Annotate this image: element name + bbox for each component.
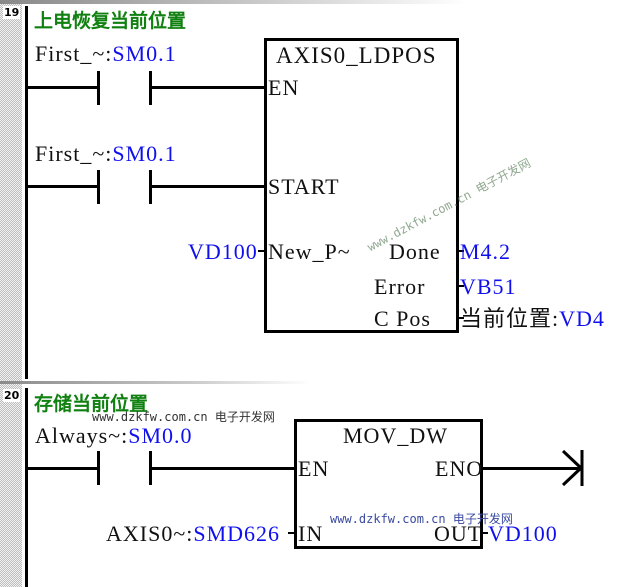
- block-output-out: OUT: [434, 521, 483, 546]
- operand-address: VD4: [559, 306, 605, 331]
- operand-symbol: AXIS0~: [106, 521, 187, 546]
- operand-symbol: 当前位置: [460, 306, 553, 331]
- wire: [288, 532, 294, 534]
- power-rail: [25, 388, 28, 587]
- block-input-en: EN: [298, 456, 330, 481]
- network-separator: [0, 381, 622, 384]
- block-output-done: Done: [389, 239, 441, 264]
- contact-address: SM0.1: [112, 41, 177, 66]
- block-output-eno: ENO: [435, 456, 484, 481]
- operand-out[interactable]: VD100: [488, 521, 558, 546]
- network-title[interactable]: 存储当前位置: [34, 393, 149, 415]
- operand-c-pos[interactable]: 当前位置:VD4: [460, 306, 605, 331]
- power-rail: [25, 6, 28, 379]
- function-block-mov-dw[interactable]: [294, 419, 483, 549]
- network-number[interactable]: 20: [3, 389, 21, 402]
- operand-in[interactable]: AXIS0~:SMD626: [106, 521, 281, 546]
- block-input-start: START: [268, 174, 340, 199]
- wire: [258, 250, 264, 252]
- contact-no-left[interactable]: [97, 451, 100, 485]
- watermark: www.dzkfw.com.cn 电子开发网: [330, 512, 513, 526]
- block-name: MOV_DW: [343, 423, 448, 448]
- contact-no-left[interactable]: [97, 71, 100, 105]
- wire: [28, 185, 98, 188]
- wire: [150, 185, 266, 188]
- contact-label: First_~:SM0.1: [35, 141, 177, 166]
- operand-new-p[interactable]: VD100: [188, 239, 258, 264]
- wire: [483, 532, 488, 534]
- contact-symbol: Always~: [35, 423, 122, 448]
- contact-address: SM0.0: [128, 423, 193, 448]
- block-input-en: EN: [268, 75, 300, 100]
- wire: [483, 467, 583, 470]
- contact-label: First_~:SM0.1: [35, 41, 177, 66]
- block-output-error: Error: [374, 274, 426, 299]
- wire: [28, 467, 98, 470]
- block-output-c-pos: C Pos: [374, 306, 431, 331]
- block-input-in: IN: [298, 521, 324, 546]
- wire: [28, 86, 98, 89]
- contact-address: SM0.1: [112, 141, 177, 166]
- wire: [459, 285, 464, 287]
- network-separator: [0, 0, 622, 4]
- contact-label: Always~:SM0.0: [35, 423, 193, 448]
- rung-end-arrow-icon: [561, 449, 584, 487]
- network-title[interactable]: 上电恢复当前位置: [34, 10, 187, 32]
- contact-symbol: First_~: [35, 141, 106, 166]
- network-gutter: [0, 0, 22, 587]
- block-input-new-p: New_P~: [268, 239, 351, 264]
- block-name: AXIS0_LDPOS: [276, 43, 437, 68]
- contact-no-left[interactable]: [97, 170, 100, 204]
- wire: [150, 467, 295, 470]
- operand-error[interactable]: VB51: [460, 274, 517, 299]
- operand-done[interactable]: M4.2: [460, 239, 512, 264]
- contact-symbol: First_~: [35, 41, 106, 66]
- watermark: www.dzkfw.com.cn 电子开发网: [92, 410, 275, 424]
- wire: [150, 86, 266, 89]
- operand-address: SMD626: [193, 521, 281, 546]
- network-number[interactable]: 19: [3, 6, 21, 19]
- wire: [459, 317, 464, 319]
- wire: [459, 250, 464, 252]
- function-block-axis0-ldpos[interactable]: [264, 38, 459, 333]
